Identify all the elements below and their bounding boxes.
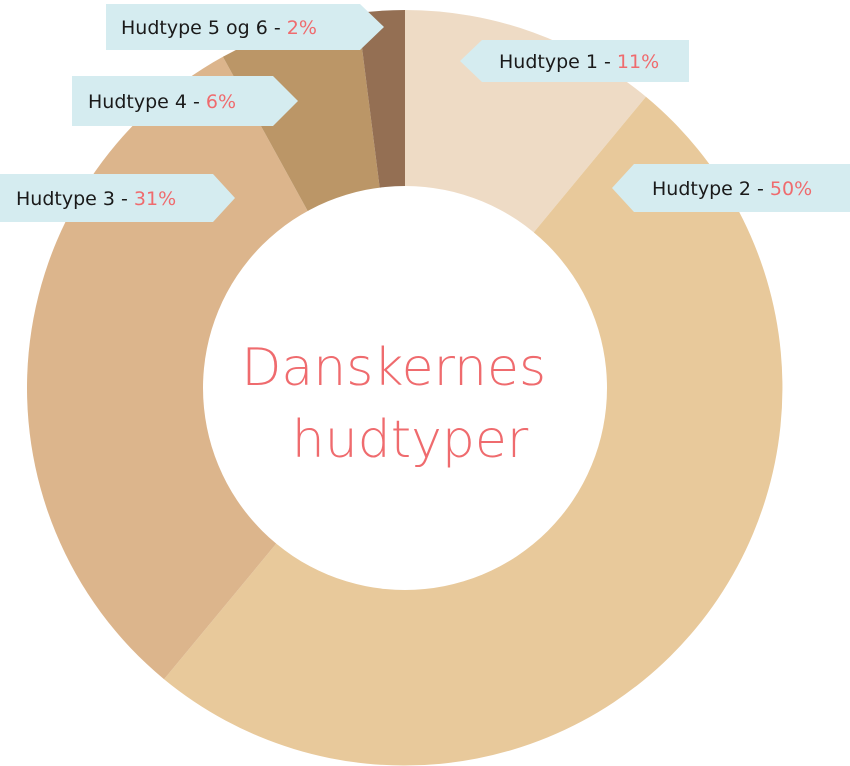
callout-label-hudtype-5-og-6: Hudtype 5 og 6 - 2% <box>121 17 317 39</box>
chart-title-line-1: Danskernes <box>241 338 546 398</box>
callout-hudtype-4: Hudtype 4 - 6% <box>72 76 298 126</box>
slice-label: Hudtype 1 <box>499 51 598 73</box>
callout-label-hudtype-4: Hudtype 4 - 6% <box>88 91 236 113</box>
callout-hudtype-3: Hudtype 3 - 31% <box>0 174 235 222</box>
slice-label: Hudtype 4 <box>88 91 187 113</box>
callout-label-hudtype-3: Hudtype 3 - 31% <box>16 188 176 210</box>
chart-title: Danskernes hudtyper <box>241 338 562 470</box>
slice-percent: 31% <box>134 188 176 210</box>
chart-title-line-2: hudtyper <box>292 410 529 470</box>
slice-percent: 11% <box>617 51 659 73</box>
callout-box-hudtype-3 <box>0 174 235 222</box>
slice-percent: 2% <box>287 17 317 39</box>
callout-box-hudtype-4 <box>72 76 298 126</box>
slice-label: Hudtype 2 <box>652 178 751 200</box>
slice-label: Hudtype 5 og 6 <box>121 17 268 39</box>
label-separator: - <box>115 188 134 210</box>
slice-callouts: Hudtype 1 - 11% Hudtype 2 - 50% Hudtype 3 … <box>0 4 850 222</box>
label-separator: - <box>187 91 206 113</box>
callout-box-hudtype-5-og-6 <box>106 4 384 50</box>
label-separator: - <box>598 51 617 73</box>
callout-hudtype-1: Hudtype 1 - 11% <box>460 40 689 82</box>
callout-hudtype-2: Hudtype 2 - 50% <box>612 164 850 212</box>
callout-box-hudtype-1 <box>460 40 689 82</box>
callout-box-hudtype-2 <box>612 164 850 212</box>
label-separator: - <box>751 178 770 200</box>
slice-percent: 6% <box>206 91 236 113</box>
callout-label-hudtype-2: Hudtype 2 - 50% <box>652 178 812 200</box>
callout-hudtype-5-og-6: Hudtype 5 og 6 - 2% <box>106 4 384 50</box>
label-separator: - <box>268 17 287 39</box>
callout-label-hudtype-1: Hudtype 1 - 11% <box>499 51 659 73</box>
slice-label: Hudtype 3 <box>16 188 115 210</box>
slice-percent: 50% <box>770 178 812 200</box>
donut-hole <box>203 186 607 590</box>
